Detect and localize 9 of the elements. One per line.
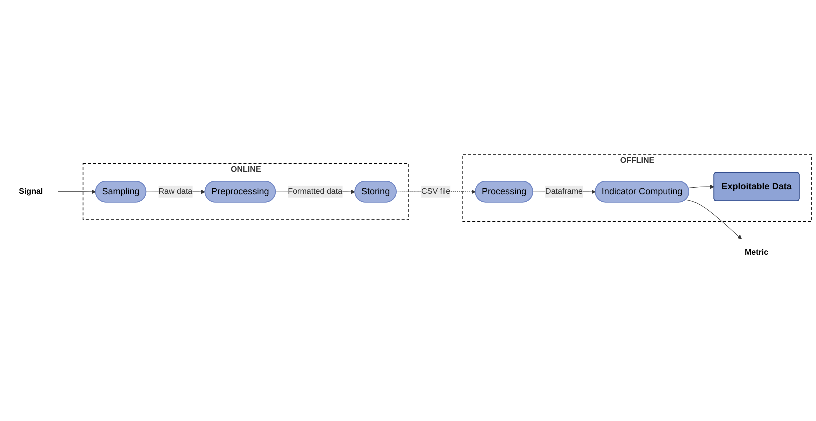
arrow (58, 190, 96, 194)
edge-label: Dataframe (546, 187, 584, 196)
edge-label: CSV file (422, 187, 451, 196)
edge-label: Formatted data (288, 187, 343, 196)
node-text: Metric (744, 248, 769, 257)
arrow (685, 200, 742, 240)
edge-label: Raw data (158, 187, 193, 196)
node-text: Signal (19, 187, 44, 196)
arrow (688, 184, 715, 189)
